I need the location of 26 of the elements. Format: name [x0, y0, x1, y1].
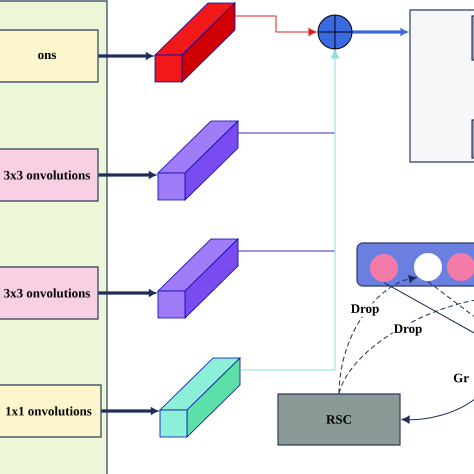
sum-symbol: [317, 14, 353, 50]
inner-block: [471, 119, 474, 159]
connector-line: [428, 281, 474, 318]
edge-label: Gr: [454, 374, 469, 382]
neuron-circle: [414, 253, 442, 281]
arrow: [234, 16, 316, 36]
output-box: [409, 9, 474, 163]
arrow: [352, 28, 408, 36]
edge-label: Drop: [394, 324, 422, 336]
arrow: [102, 407, 158, 415]
inner-block: [471, 15, 474, 61]
process-box: 3x3 onvolutions: [0, 266, 99, 320]
neuron-circle: [370, 254, 398, 282]
arrow: [338, 275, 417, 394]
arrow: [402, 398, 474, 424]
connector-line: [338, 300, 474, 394]
arrow: [98, 289, 156, 297]
arrow: [240, 50, 339, 370]
process-box: 1x1 onvolutions: [0, 384, 102, 438]
process-box: ons: [0, 29, 99, 83]
arrow: [98, 52, 153, 60]
arrow: [98, 171, 156, 179]
edge-label: Drop: [350, 304, 379, 316]
connector-line: [384, 282, 474, 334]
process-box: 3x3 onvolutions: [0, 148, 99, 202]
process-box: RSC: [277, 393, 401, 446]
